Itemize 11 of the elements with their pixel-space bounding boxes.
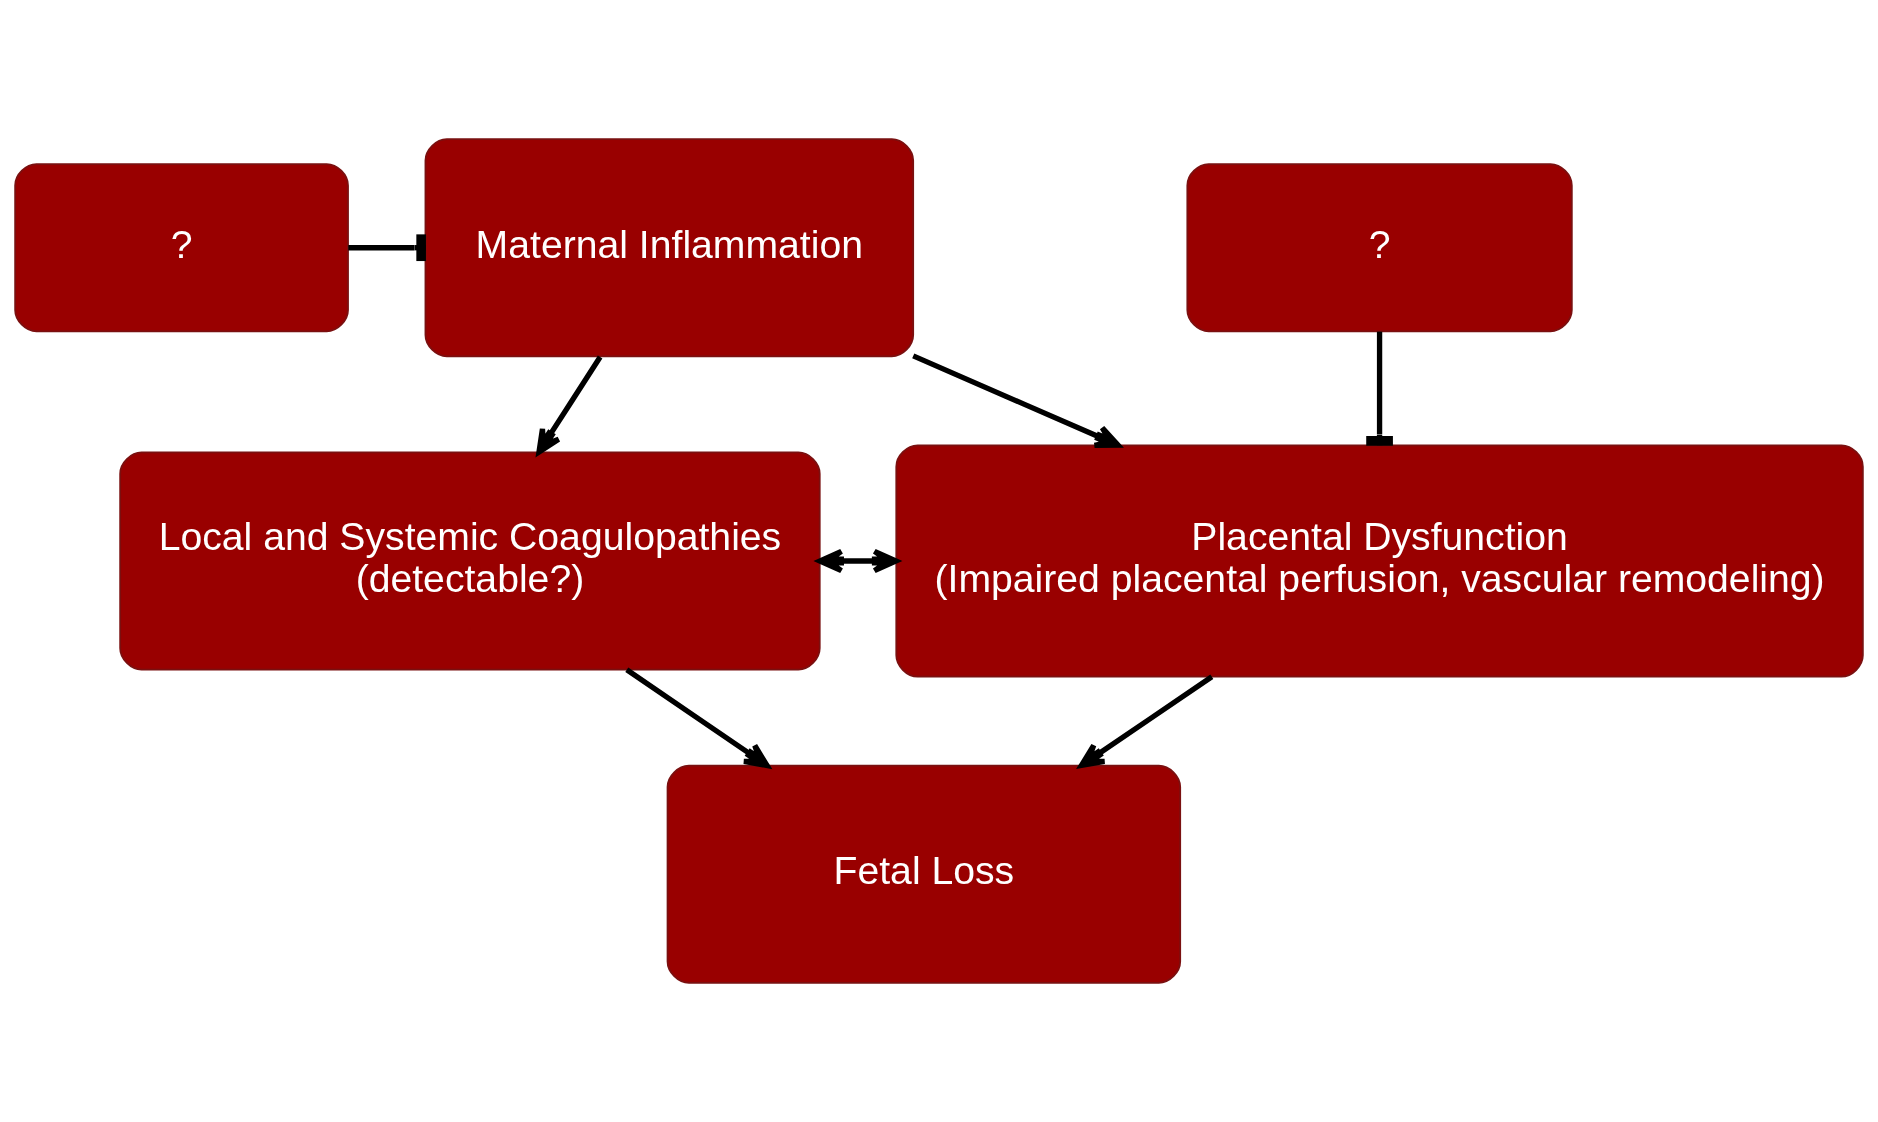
arrow <box>625 667 770 769</box>
node-box: ? <box>14 163 349 333</box>
node-box: Maternal Inflammation <box>424 138 915 358</box>
node-box: Placental Dysfunction (Impaired placental perfusion, vascular remodeling) <box>895 444 1864 678</box>
node-box: ? <box>1186 163 1573 333</box>
connector <box>1366 331 1393 446</box>
arrow <box>912 353 1121 449</box>
arrow <box>1078 674 1214 769</box>
node-box: Fetal Loss <box>666 764 1182 984</box>
arrow <box>536 355 603 455</box>
node-box: Local and Systemic Coagulopathies (detectable?) <box>119 451 821 671</box>
